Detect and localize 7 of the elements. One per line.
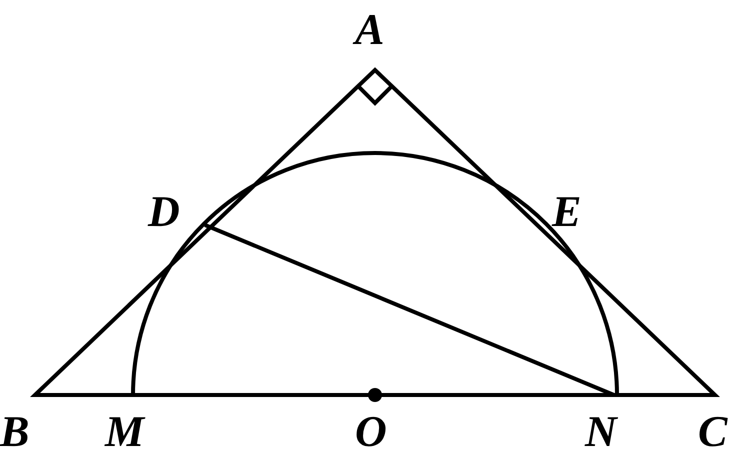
point-label: C: [698, 410, 728, 454]
point-label: M: [105, 410, 144, 454]
point-label: D: [148, 190, 180, 234]
point-label: E: [552, 190, 582, 234]
point-label: A: [355, 8, 384, 52]
point-label: N: [585, 410, 617, 454]
point-label: O: [355, 410, 387, 454]
